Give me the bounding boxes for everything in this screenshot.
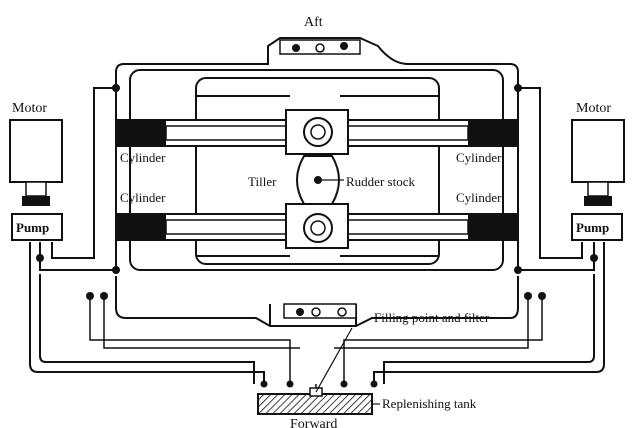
forward-label: Forward xyxy=(290,417,337,428)
motor-left-label: Motor xyxy=(12,101,47,116)
pipe-junctions xyxy=(36,84,598,388)
rudder-stock-label: Rudder stock xyxy=(346,174,415,189)
hydraulic-frame-outer xyxy=(129,69,504,271)
pipework xyxy=(29,37,605,394)
pump-right-label: Pump xyxy=(576,220,609,235)
replenishing-tank-label: Replenishing tank xyxy=(382,396,477,411)
filling-point-label: Filling point and filter xyxy=(374,310,490,325)
hydraulic-frame-inner xyxy=(195,77,440,265)
motor-right-label: Motor xyxy=(576,101,611,116)
cylinder-lower-right-label: Cylinder xyxy=(456,190,502,205)
motor-left xyxy=(9,119,63,206)
replenishing-tank xyxy=(257,387,373,415)
tiller-assembly xyxy=(285,109,349,249)
pump-right xyxy=(571,213,623,241)
tiller-label: Tiller xyxy=(248,174,277,189)
cylinder-upper-left-label: Cylinder xyxy=(120,150,166,165)
aft-valve-block xyxy=(279,39,361,55)
rudder-stock-icon xyxy=(314,176,322,184)
cylinder-upper-right-label: Cylinder xyxy=(456,150,502,165)
pump-left xyxy=(11,213,63,241)
cylinder-lower-left-label: Cylinder xyxy=(120,190,166,205)
pump-left-label: Pump xyxy=(16,220,49,235)
aft-label: Aft xyxy=(304,15,323,30)
forward-valve-block xyxy=(283,303,357,319)
motor-right xyxy=(571,119,625,206)
